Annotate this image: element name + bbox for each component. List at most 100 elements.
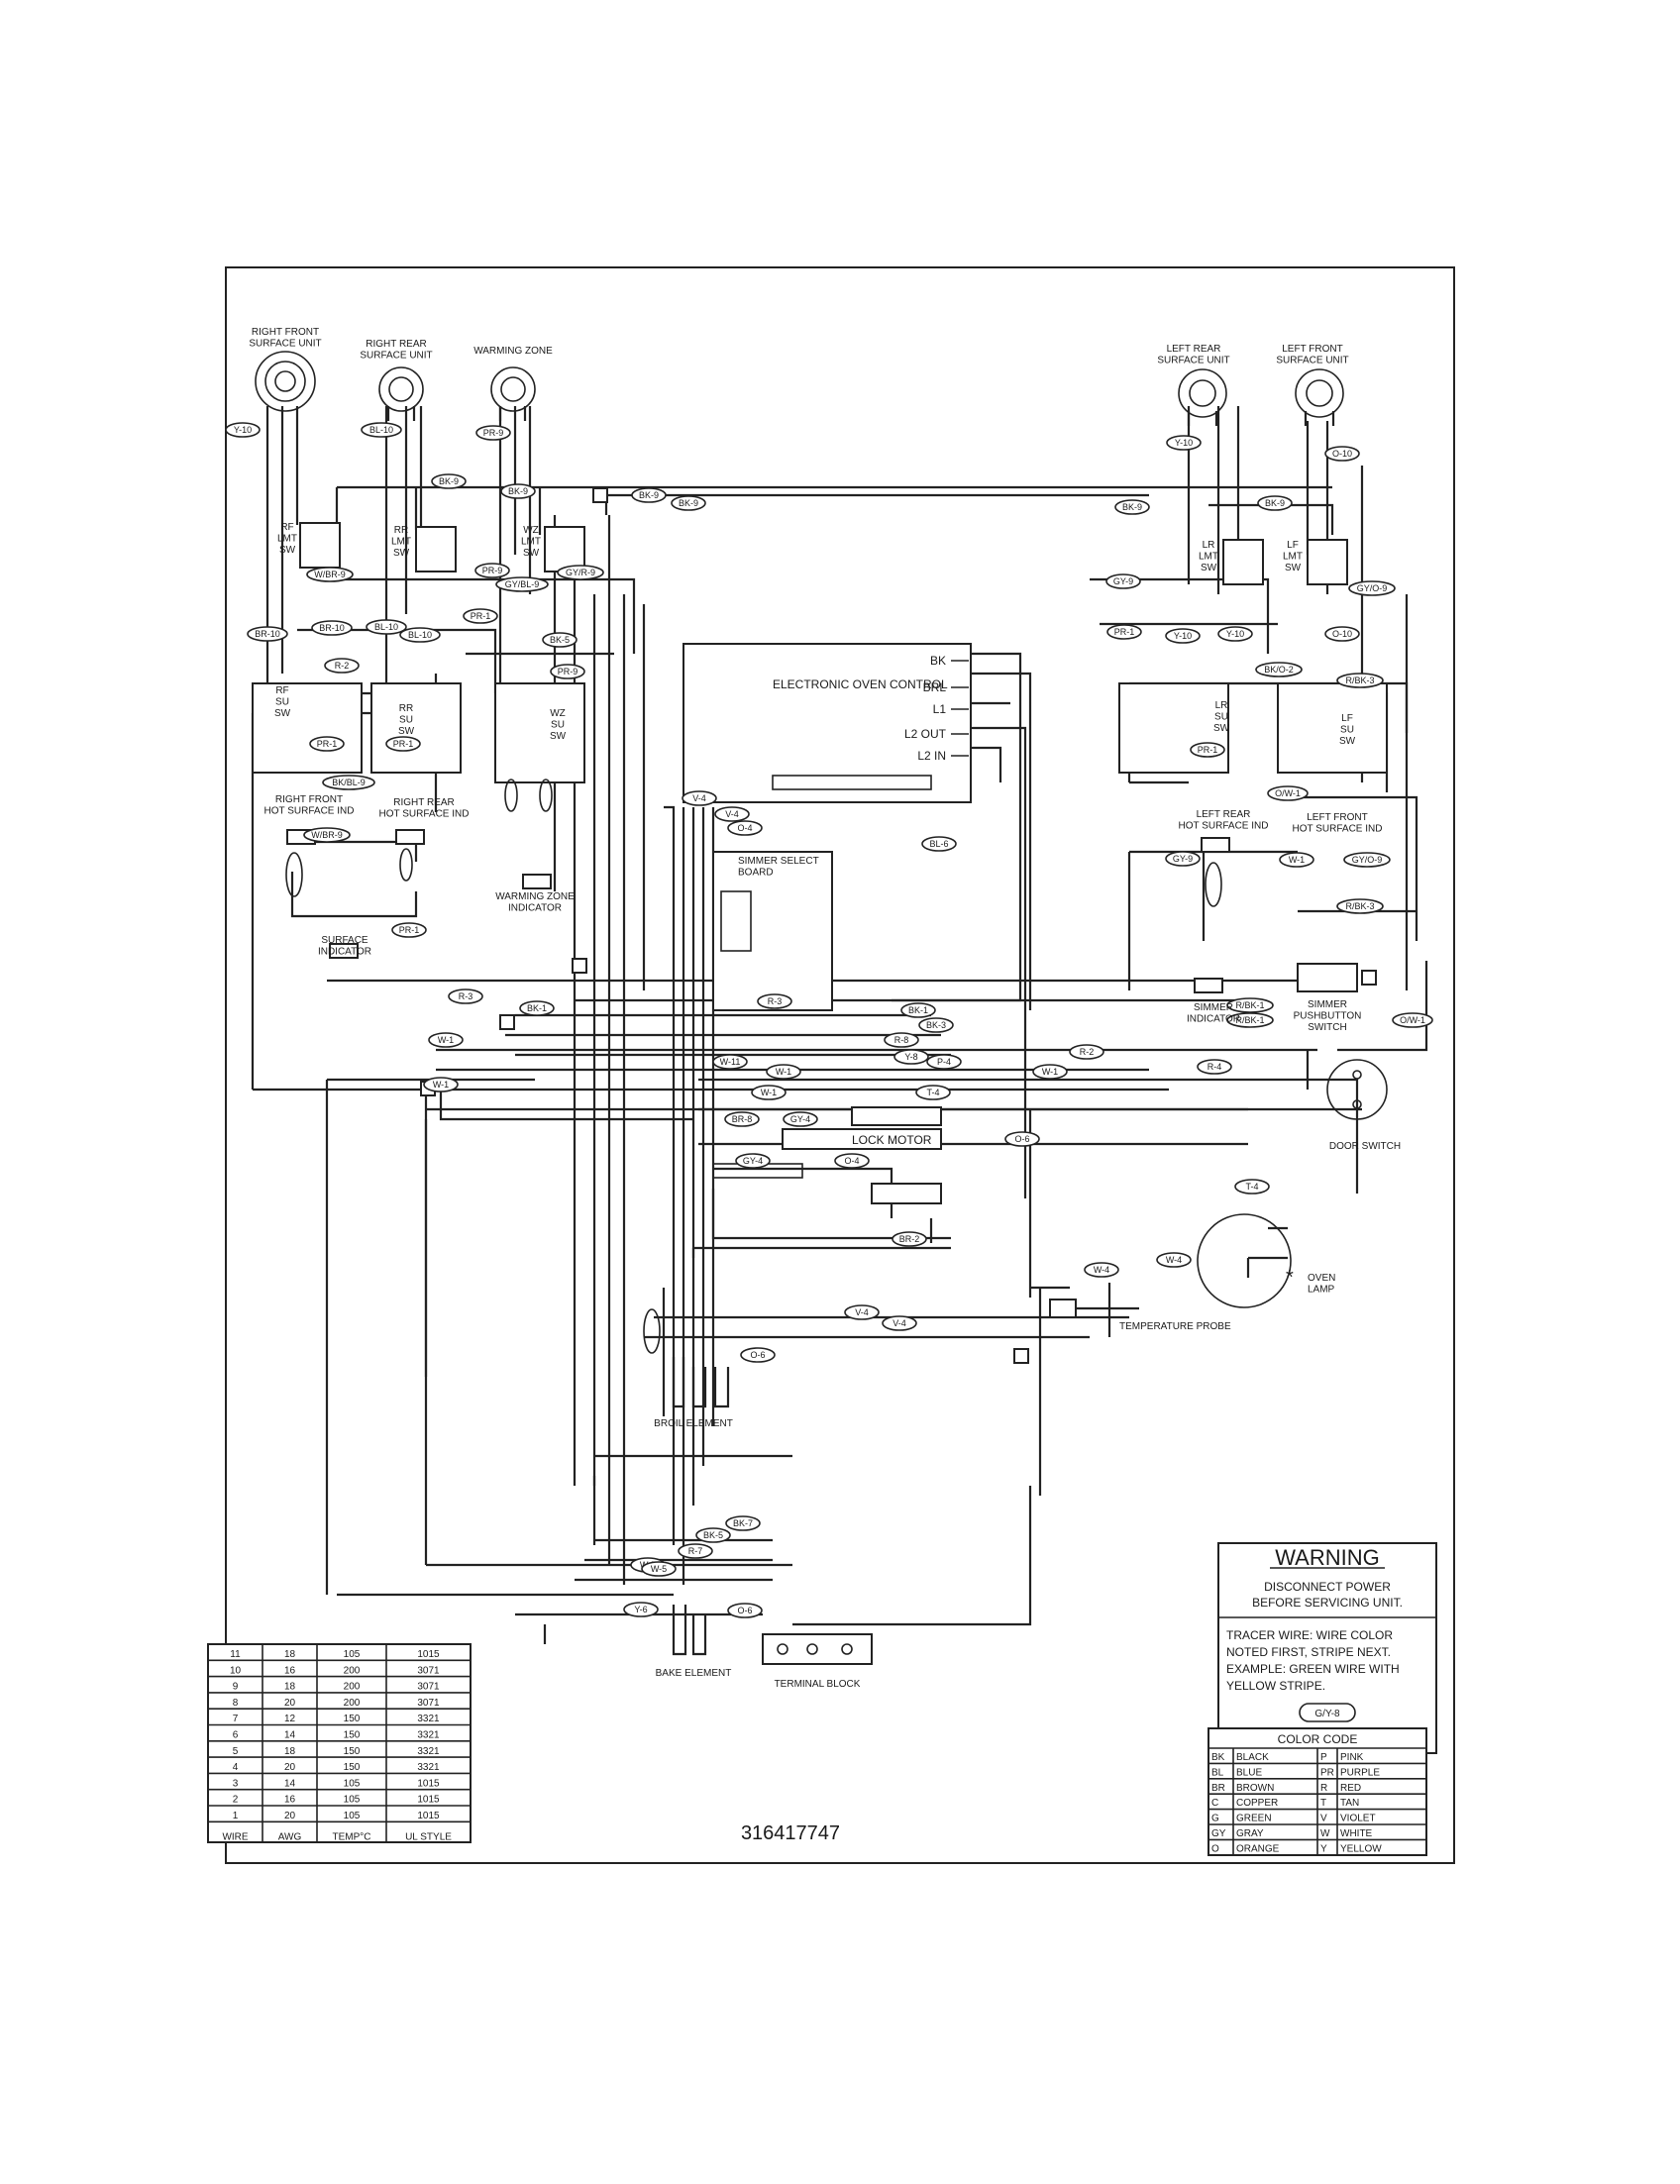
wire-tag-oval xyxy=(921,836,957,852)
wire-tag: W/BR-9 xyxy=(303,827,351,843)
wire-tag-oval xyxy=(1324,626,1360,642)
table-cell: 105 xyxy=(344,1795,361,1806)
wire-tag: BR-8 xyxy=(724,1111,760,1127)
eoc-terminal-labels: BK BRL L1 L2 OUT L2 IN xyxy=(904,654,947,763)
warning-tracer3: EXAMPLE: GREEN WIRE WITH xyxy=(1226,1662,1400,1676)
right-rear-surface-unit xyxy=(378,366,424,421)
wire-tag: BK-5 xyxy=(542,632,578,648)
wire-tag: Y-8 xyxy=(893,1049,929,1065)
wire-tag: R-2 xyxy=(324,658,360,674)
wire-tag: P-4 xyxy=(926,1054,962,1070)
lr-hot-surface-lamp xyxy=(1201,837,1230,853)
wire-tag-oval xyxy=(915,1085,951,1100)
table-cell: 11 xyxy=(230,1649,241,1660)
wire-tag-oval xyxy=(757,993,792,1009)
wire-tag: R-3 xyxy=(757,993,792,1009)
wire-tag: BK-9 xyxy=(1257,495,1293,511)
wire-tag-oval xyxy=(1324,446,1360,462)
wire-tag: W-5 xyxy=(641,1561,677,1577)
wire-tag: W-1 xyxy=(751,1085,787,1100)
wire-tag-oval xyxy=(324,658,360,674)
color-code-cell: C xyxy=(1211,1798,1218,1809)
wire-tag-label: PR-9 xyxy=(483,428,504,438)
wire-tag-oval xyxy=(623,1602,659,1617)
wire-tag-label: O/W-1 xyxy=(1400,1015,1425,1025)
wire-tag-label: BK-5 xyxy=(703,1530,723,1540)
wire-tag: BK-5 xyxy=(695,1527,731,1543)
wire-tag-oval xyxy=(1156,1252,1192,1268)
wire-tag-label: O-6 xyxy=(750,1350,765,1360)
wire-tag-label: PR-1 xyxy=(1114,627,1135,637)
wire-tag-label: V-4 xyxy=(855,1307,869,1317)
table-cell: 20 xyxy=(284,1762,296,1773)
table-cell: 4 xyxy=(233,1762,239,1773)
wire-tag-oval xyxy=(834,1153,870,1169)
wire-tag-oval xyxy=(1190,742,1225,758)
lf-lmt-sw xyxy=(1307,539,1348,585)
wire-tag-label: R-3 xyxy=(459,991,473,1001)
table-cell: 14 xyxy=(284,1778,296,1789)
wire-tag: Y-10 xyxy=(1165,628,1201,644)
wire-tag: W-1 xyxy=(1279,852,1314,868)
color-code-cell: BROWN xyxy=(1236,1783,1274,1794)
wire-tag-label: O/W-1 xyxy=(1275,788,1301,798)
wire-tag-label: Y-8 xyxy=(904,1052,917,1062)
table-cell: 9 xyxy=(233,1682,239,1693)
color-code-cell: BL xyxy=(1211,1767,1224,1778)
wire-tag: R-4 xyxy=(1197,1059,1232,1075)
wire-tag: GY/O-9 xyxy=(1348,580,1396,596)
table-cell: 8 xyxy=(233,1698,239,1709)
wire-tag-oval xyxy=(631,487,667,503)
color-code-cell: Y xyxy=(1320,1843,1327,1854)
wire-tag-label: T-4 xyxy=(926,1088,939,1097)
warming-zone-element xyxy=(490,366,536,421)
wire-tag-label: R/BK-3 xyxy=(1345,676,1374,685)
wire-tag: W-1 xyxy=(766,1064,801,1080)
color-code-cell: G xyxy=(1211,1814,1219,1824)
wire-tag-oval xyxy=(1165,628,1201,644)
table-cell: 200 xyxy=(344,1682,361,1693)
wire-tag-label: O-10 xyxy=(1332,629,1352,639)
wire-tag: GY-4 xyxy=(735,1153,771,1169)
wire-tag-label: W/BR-9 xyxy=(314,570,346,579)
table-cell: 16 xyxy=(284,1665,296,1676)
wire-tag-oval xyxy=(725,1515,761,1531)
wire-tag: V-4 xyxy=(682,790,717,806)
wire-tag: BR-2 xyxy=(892,1231,927,1247)
color-code-cell: RED xyxy=(1340,1783,1361,1794)
left-front-surface-unit xyxy=(1295,368,1344,426)
table-cell: 2 xyxy=(233,1795,239,1806)
wire-tag-oval xyxy=(311,620,353,636)
wire-tag: R/BK-1 xyxy=(1226,1012,1274,1028)
table-cell: 3 xyxy=(233,1778,239,1789)
wire-tag-label: BK-9 xyxy=(679,498,698,508)
label-bake-element: BAKE ELEMENT xyxy=(656,1668,732,1679)
color-code-cell: P xyxy=(1320,1752,1327,1763)
table-cell: 20 xyxy=(284,1698,296,1709)
wire-tag-oval xyxy=(1226,1012,1274,1028)
wire-tag: R-8 xyxy=(884,1032,919,1048)
wire-tag-label: BK/BL-9 xyxy=(332,778,366,787)
table-header-cell: UL STYLE xyxy=(405,1831,452,1842)
wire-tag: V-4 xyxy=(844,1304,880,1320)
wire-tag-oval xyxy=(766,1064,801,1080)
wire-tag-oval xyxy=(1234,1179,1270,1195)
wire-tag-label: BK-1 xyxy=(908,1005,928,1015)
wire-tag-label: V-4 xyxy=(725,809,739,819)
wire-tag-oval xyxy=(682,790,717,806)
wire-tag-oval xyxy=(1105,573,1141,589)
wire-tag-oval xyxy=(678,1543,713,1559)
table-cell: 3321 xyxy=(417,1762,440,1773)
wire-tag-label: W-1 xyxy=(776,1067,791,1077)
wire-tag-oval xyxy=(884,1032,919,1048)
table-cell: 3071 xyxy=(417,1698,440,1709)
color-code-cell: GREEN xyxy=(1236,1814,1272,1824)
